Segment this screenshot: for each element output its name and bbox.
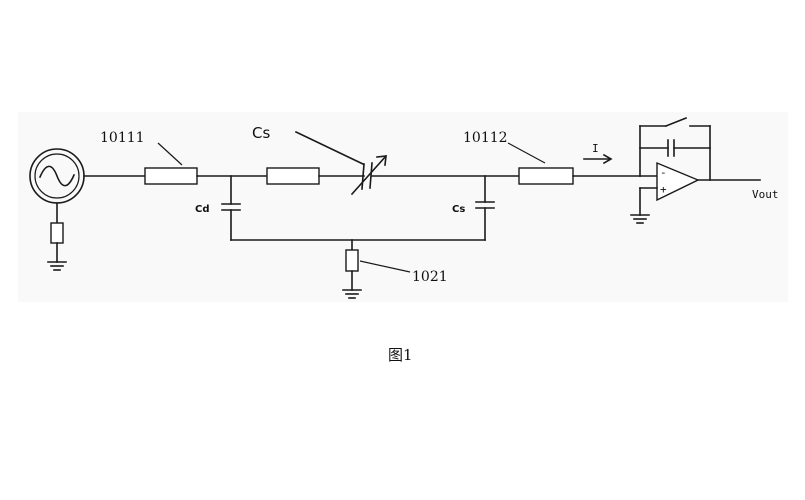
feedback-switch bbox=[664, 116, 688, 128]
ground-icon bbox=[630, 214, 650, 224]
label-1021: 1021 bbox=[412, 269, 448, 285]
main-signal-line bbox=[83, 167, 641, 185]
shunt-network bbox=[221, 175, 495, 299]
opamp-plus-sign: + bbox=[660, 183, 667, 196]
figure-caption: 图1 bbox=[388, 346, 413, 364]
ac-source bbox=[29, 148, 85, 204]
label-10111: 10111 bbox=[100, 130, 145, 146]
resistor-1021 bbox=[345, 249, 359, 272]
resistor-10112 bbox=[518, 167, 574, 185]
opamp-minus-sign: - bbox=[660, 166, 667, 179]
label-cd: Cd bbox=[195, 204, 210, 215]
cs-pointer-line bbox=[294, 130, 365, 166]
variable-capacitor bbox=[350, 154, 388, 196]
source-ground-branch bbox=[47, 202, 67, 271]
ground-icon bbox=[342, 289, 362, 299]
label-10111-pointer bbox=[157, 142, 183, 166]
label-10112-pointer bbox=[507, 142, 546, 164]
opamp-triangle bbox=[656, 161, 700, 202]
label-vout: Vout bbox=[752, 188, 779, 201]
ground-icon bbox=[47, 261, 67, 271]
label-cs-shunt: Cs bbox=[452, 204, 465, 215]
label-10112: 10112 bbox=[463, 130, 508, 146]
label-cs-variable: Cs bbox=[252, 124, 270, 142]
source-resistor bbox=[50, 222, 64, 244]
label-1021-pointer bbox=[359, 260, 411, 273]
label-current: I bbox=[592, 142, 599, 155]
resistor-10111 bbox=[144, 167, 198, 185]
current-arrow-icon bbox=[583, 153, 613, 165]
opamp-circuit bbox=[630, 116, 761, 224]
series-resistor bbox=[266, 167, 320, 185]
